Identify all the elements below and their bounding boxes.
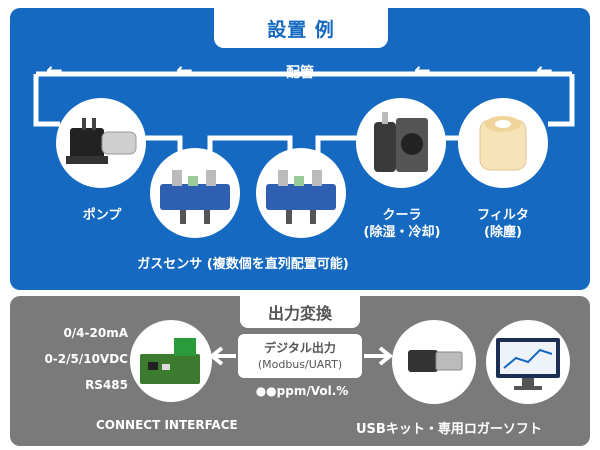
cooler-label-line1: クーラ <box>382 208 422 223</box>
output-title: 出力変換 <box>267 304 332 323</box>
interface-label: CONNECT INTERFACE <box>96 418 238 432</box>
cooler-icon <box>374 112 428 172</box>
usb-kit-label: USBキット・専用ロガーソフト <box>356 422 542 437</box>
gas-sensor-icon <box>160 170 230 224</box>
usb-kit-image <box>392 320 476 404</box>
digital-output-box: デジタル出力 (Modbus/UART) <box>238 334 362 378</box>
digital-protocol-label: (Modbus/UART) <box>257 358 343 371</box>
filter-label-line1: フィルタ <box>477 208 529 223</box>
gas-sensor-image <box>256 148 346 238</box>
flow-arrow-icon: ← <box>46 58 63 82</box>
pump-image <box>56 98 146 188</box>
gas-sensor-label: ガスセンサ (複数個を直列配置可能) <box>137 257 349 272</box>
gas-sensor-image <box>150 148 240 238</box>
logger-software-image <box>486 320 570 404</box>
interface-board-image <box>130 320 212 402</box>
cooler-label-line2: (除湿・冷却) <box>363 225 441 240</box>
pump-label: ポンプ <box>82 208 122 223</box>
circuit-board-icon <box>140 338 200 384</box>
digital-output-label: デジタル出力 <box>264 341 336 355</box>
gas-sensor-icon <box>266 170 336 224</box>
monitor-icon <box>496 338 560 390</box>
filter-label: フィルタ (除塵) <box>460 207 546 241</box>
installation-title-tab: 設置 例 <box>214 8 388 48</box>
flow-arrow-icon: ← <box>414 58 431 82</box>
installation-title: 設置 例 <box>267 18 335 41</box>
filter-image <box>458 98 548 188</box>
output-title-tab: 出力変換 <box>240 296 360 328</box>
cooler-label: クーラ (除湿・冷却) <box>354 207 450 241</box>
cooler-image <box>356 98 446 188</box>
piping-label: 配管 <box>286 65 314 81</box>
ppm-label: ●●ppm/Vol.% <box>255 384 349 398</box>
pump-icon <box>66 118 137 164</box>
usb-adapter-icon <box>408 350 463 372</box>
signal-label: RS485 <box>85 378 128 392</box>
signal-label: 0-2/5/10VDC <box>44 352 128 366</box>
flow-arrow-icon: ← <box>536 58 553 82</box>
signal-label: 0/4-20mA <box>63 326 128 340</box>
filter-icon <box>479 116 527 171</box>
filter-label-line2: (除塵) <box>484 225 522 240</box>
flow-arrow-icon: ← <box>176 58 193 82</box>
